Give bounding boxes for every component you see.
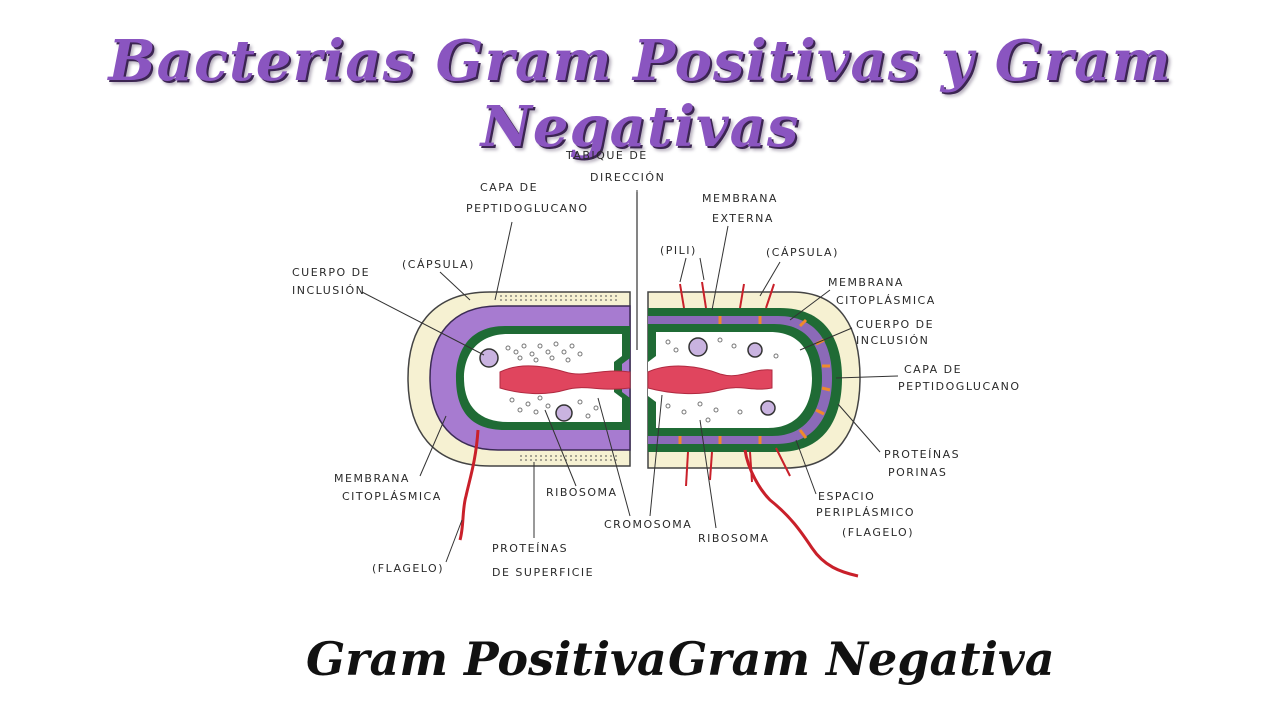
label-espacio-periplasmico: ESPACIO <box>818 490 875 503</box>
gram-negative-inclusion-body <box>688 337 708 357</box>
label-membrana-cito-pos: CITOPLÁSMICA <box>342 490 442 503</box>
label-proteinas-porinas: PROTEÍNAS <box>884 448 960 461</box>
gram-positive-inclusion-body <box>479 348 499 368</box>
gram-positive-inclusion-body <box>555 404 573 422</box>
label-cromosoma: CROMOSOMA <box>604 518 692 531</box>
leader-lines <box>361 190 899 563</box>
label-membrana-cito-neg: MEMBRANA <box>828 276 904 289</box>
label-membrana-externa: MEMBRANA <box>702 192 778 205</box>
label-capsula-neg: (CÁPSULA) <box>766 246 839 259</box>
label-pili: (PILI) <box>660 244 697 257</box>
label-tabique: DIRECCIÓN <box>590 171 665 184</box>
gram-positive-cell <box>407 291 631 541</box>
label-capsula-pos: (CÁPSULA) <box>402 258 475 271</box>
gram-positive-surface-proteins <box>500 295 620 461</box>
gram-positive-chromosome <box>499 365 631 395</box>
label-ribosoma-pos: RIBOSOMA <box>546 486 618 499</box>
gram-negative-chromosome <box>647 365 773 395</box>
label-proteinas-porinas: PORINAS <box>888 466 947 479</box>
label-espacio-periplasmico: PERIPLÁSMICO <box>816 506 915 519</box>
gram-negative-pili <box>679 281 791 487</box>
label-capa-peptido-pos: CAPA DE <box>480 181 538 194</box>
label-membrana-externa: EXTERNA <box>712 212 774 225</box>
caption-gram-positive: Gram Positiva <box>306 632 667 686</box>
label-cuerpo-inclusion-pos: CUERPO DE <box>292 266 370 279</box>
label-membrana-cito-neg: CITOPLÁSMICA <box>836 294 936 307</box>
gram-negative-inclusion-body <box>760 400 776 416</box>
label-tabique: TABIQUE DE <box>565 149 648 162</box>
label-cuerpo-inclusion-pos: INCLUSIÓN <box>292 284 365 297</box>
label-proteinas-superficie: PROTEÍNAS <box>492 542 568 555</box>
label-flagelo-pos: (FLAGELO) <box>372 562 444 575</box>
gram-positive-ribosomes <box>505 341 599 419</box>
label-flagelo-neg: (FLAGELO) <box>842 526 914 539</box>
label-cuerpo-inclusion-neg: CUERPO DE <box>856 318 934 331</box>
caption-gram-negative: Gram Negativa <box>668 632 1055 686</box>
gram-negative-inclusion-body <box>747 342 763 358</box>
gram-positive-flagellum <box>458 429 480 541</box>
label-proteinas-superficie: DE SUPERFICIE <box>492 566 594 579</box>
label-membrana-cito-pos: MEMBRANA <box>334 472 410 485</box>
label-ribosoma-neg: RIBOSOMA <box>698 532 770 545</box>
gram-negative-flagellum <box>743 449 859 578</box>
label-capa-peptido-neg: CAPA DE <box>904 363 962 376</box>
gram-negative-ribosomes <box>665 337 779 423</box>
label-capa-peptido-pos: PEPTIDOGLUCANO <box>466 202 589 215</box>
label-capa-peptido-neg: PEPTIDOGLUCANO <box>898 380 1021 393</box>
page-title: Bacterias Gram Positivas y Gram Negativa… <box>108 28 1172 160</box>
label-cuerpo-inclusion-neg: INCLUSIÓN <box>856 334 929 347</box>
